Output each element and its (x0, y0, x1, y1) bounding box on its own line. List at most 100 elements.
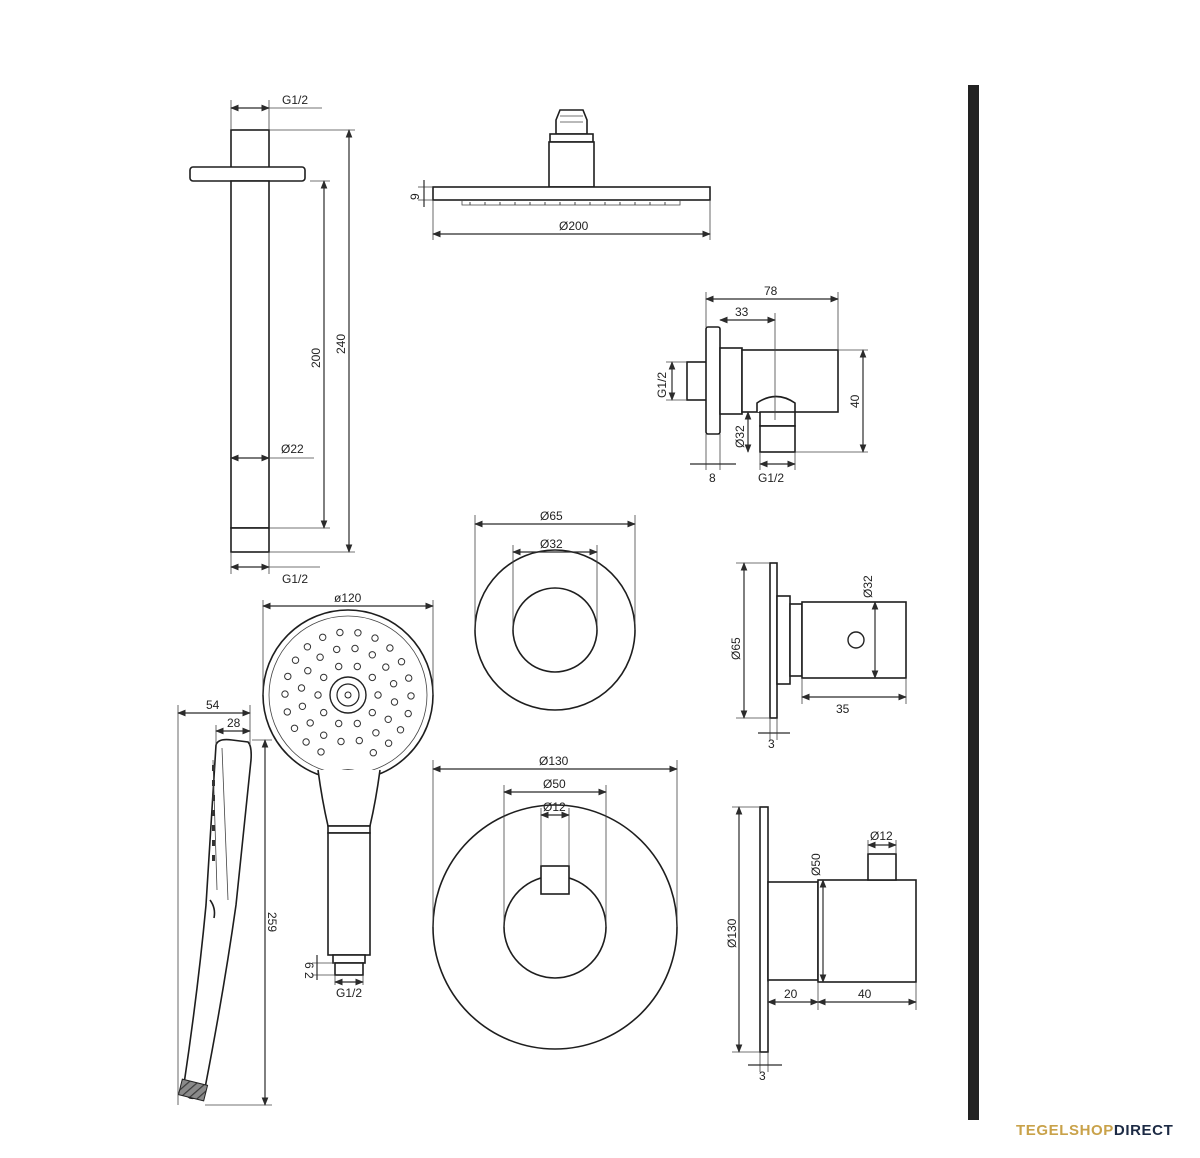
hand-depth-label: 54 (206, 698, 220, 712)
small-valve-side (769, 562, 907, 719)
nozzle (304, 667, 312, 675)
small-valve-plate-label: 3 (768, 737, 775, 751)
nozzle (372, 729, 380, 737)
large-valve-dimensions: Ø130 Ø50 Ø12 20 40 3 (725, 806, 917, 1083)
nozzle (397, 658, 406, 666)
large-valve-plate-label: 3 (759, 1069, 766, 1083)
large-valve-side (759, 806, 917, 1053)
nozzle (336, 628, 344, 637)
outlet-thread-bottom-label: G1/2 (758, 471, 784, 485)
nozzle (389, 680, 398, 688)
large-valve-outer-label: Ø130 (725, 918, 739, 948)
nozzle (333, 645, 341, 654)
nozzle (407, 692, 415, 700)
nozzle (404, 709, 412, 718)
small-valve-outer-label: Ø65 (729, 637, 743, 660)
nozzle (384, 739, 393, 747)
rain-head-height-label: 9 (408, 193, 422, 200)
nozzle (290, 724, 299, 732)
wall-outlet (686, 326, 839, 453)
small-valve-length-label: 35 (836, 702, 850, 716)
nozzle (316, 653, 324, 661)
hand-shower-side (177, 738, 252, 1102)
nozzle (320, 731, 328, 739)
hand-shower-dimensions: ø120 54 28 259 6 2 G1/2 (177, 591, 434, 1106)
hand-nut-b-label: 2 (302, 972, 316, 979)
arm-length-inner-label: 200 (309, 348, 323, 368)
nozzle (353, 719, 361, 728)
large-valve-knob-length-label: 40 (858, 987, 872, 1001)
nozzle (337, 737, 345, 746)
outlet-height-label: 40 (848, 394, 862, 408)
ceiling-arm-dimensions: G1/2 200 240 Ø22 G1/2 (230, 93, 355, 586)
separator-bar (968, 85, 979, 1120)
large-valve-knob-label: Ø50 (809, 853, 823, 876)
nozzle (320, 673, 328, 682)
nozzle (335, 719, 343, 728)
nozzle (302, 738, 310, 746)
large-rosette-dimensions: Ø130 Ø50 Ø12 (432, 754, 678, 927)
arm-diameter-label: Ø22 (281, 442, 304, 456)
large-rosette-spindle-label: Ø12 (543, 800, 566, 814)
large-valve-body-label: 20 (784, 987, 798, 1001)
nozzle (320, 708, 328, 717)
hand-head-diameter-label: ø120 (334, 591, 362, 605)
nozzle (298, 702, 307, 710)
brand-part-1: TEGELSHOP (1016, 1122, 1114, 1139)
small-valve-dimensions: Ø65 Ø32 35 3 (729, 562, 907, 751)
wall-outlet-dimensions: 78 33 G1/2 40 Ø32 8 G1/2 (655, 284, 868, 485)
hand-handle-depth-label: 28 (227, 716, 241, 730)
outlet-thread-left-label: G1/2 (655, 372, 669, 398)
nozzle (405, 674, 413, 682)
nozzle (319, 633, 327, 641)
nozzle (390, 698, 399, 706)
nozzle (374, 691, 382, 699)
hand-shower-front (262, 609, 434, 976)
nozzle (281, 690, 289, 698)
large-rosette-middle-label: Ø50 (543, 777, 566, 791)
outlet-plate-label: 8 (709, 471, 716, 485)
rain-head-diameter-label: Ø200 (559, 219, 589, 233)
nozzle (303, 643, 312, 651)
nozzle (368, 708, 376, 717)
small-rosette-outer-label: Ø65 (540, 509, 563, 523)
nozzle (317, 748, 325, 756)
hand-length-label: 259 (265, 912, 279, 932)
nozzle (284, 672, 292, 681)
ceiling-arm (189, 129, 306, 553)
rain-shower-head (432, 109, 711, 206)
outlet-diameter-label: Ø32 (733, 425, 747, 448)
nozzle-pattern (281, 628, 415, 757)
nozzle (369, 749, 377, 757)
outlet-width-offset-label: 33 (735, 305, 749, 319)
nozzle (382, 663, 390, 671)
arm-length-total-label: 240 (334, 334, 348, 354)
nozzle (306, 719, 314, 727)
brand-logo: TEGELSHOPDIRECT (1016, 1122, 1173, 1139)
nozzle (283, 708, 291, 716)
nozzle (355, 736, 363, 745)
nozzle (368, 651, 376, 659)
nozzle (314, 691, 322, 699)
nozzle (396, 726, 405, 734)
small-valve-knob-label: Ø32 (861, 575, 875, 598)
nozzle (386, 644, 394, 652)
brand-part-2: DIRECT (1113, 1122, 1174, 1139)
arm-top-thread-label: G1/2 (282, 93, 308, 107)
arm-bottom-thread-label: G1/2 (282, 572, 308, 586)
nozzle (354, 629, 362, 637)
nozzle (291, 656, 300, 664)
large-rosette-outer-label: Ø130 (539, 754, 569, 768)
nozzle (353, 662, 361, 671)
nozzle (351, 644, 359, 653)
small-rosette-inner-label: Ø32 (540, 537, 563, 551)
nozzle (335, 662, 343, 671)
large-valve-spindle-label: Ø12 (870, 829, 893, 843)
nozzle (371, 634, 379, 642)
outlet-width-total-label: 78 (764, 284, 778, 298)
nozzle (384, 715, 392, 723)
hand-thread-label: G1/2 (336, 986, 362, 1000)
rain-head-dimensions: 9 Ø200 (408, 180, 711, 240)
large-rosette (432, 804, 678, 1050)
nozzle (297, 684, 306, 692)
